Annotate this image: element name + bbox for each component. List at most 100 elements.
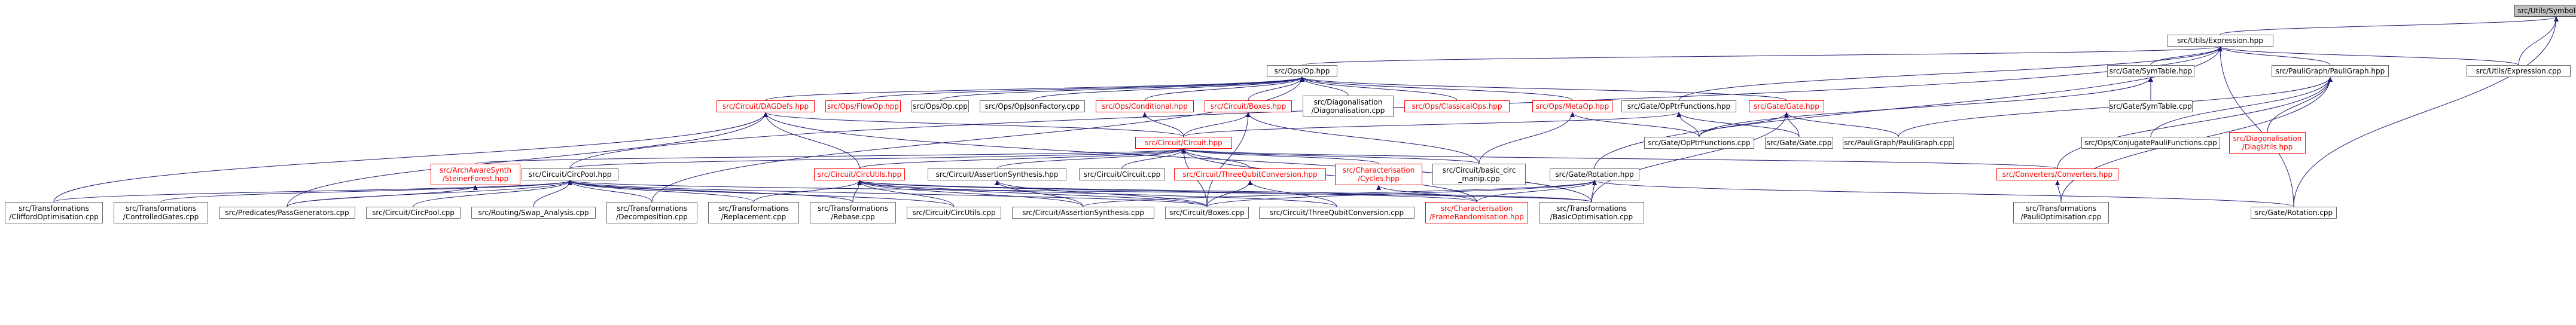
file-node-pauli-opt[interactable]: src/Transformations/PauliOptimisation.cp… [2013, 202, 2109, 223]
file-node-symtable-cpp[interactable]: src/Gate/SymTable.cpp [2109, 100, 2193, 112]
file-node-expression[interactable]: src/Utils/Expression.hpp [2167, 35, 2273, 47]
edge-rotation-hpp-rotation-cpp [1592, 180, 2294, 207]
edge-expression-expression-cpp [2218, 46, 2519, 66]
file-node-label: src/Utils/Expression.cpp [2476, 67, 2562, 75]
edge-expression-circpool-hpp [569, 46, 2223, 169]
edge-boxes-hpp-basic-circ [1246, 112, 1480, 164]
file-node-threequbit-cpp[interactable]: src/Circuit/ThreeQubitConversion.cpp [1259, 207, 1414, 219]
file-node-framerand[interactable]: src/Characterisation/FrameRandomisation.… [1425, 202, 1528, 223]
file-node-label: src/Circuit/Boxes.hpp [1210, 102, 1287, 111]
edge-pauligraph-hpp-converters-hpp [2057, 76, 2333, 169]
file-node-label: src/PauliGraph/PauliGraph.cpp [1844, 139, 1953, 147]
file-node-label: src/Circuit/DAGDefs.hpp [722, 102, 809, 111]
file-node-threequbit-hpp[interactable]: src/Circuit/ThreeQubitConversion.hpp [1174, 168, 1326, 180]
file-node-boxes-hpp[interactable]: src/Circuit/Boxes.hpp [1205, 100, 1292, 112]
edge-op-conditional [1144, 76, 1304, 101]
file-node-diagutils[interactable]: src/Diagonalisation/DiagUtils.hpp [2229, 132, 2306, 154]
edge-symbols-rotation-cpp [2293, 16, 2559, 207]
file-node-label: src/Gate/Rotation.cpp [2254, 209, 2333, 217]
file-node-controlledgates[interactable]: src/Transformations/ControlledGates.cpp [114, 202, 208, 223]
file-node-metaop[interactable]: src/Ops/MetaOp.hpp [1532, 100, 1612, 112]
file-node-label: src/Circuit/ThreeQubitConversion.hpp [1182, 170, 1318, 179]
edge-circpool-hpp-circpool-cpp [413, 180, 572, 207]
edge-circpool-hpp-basic-opt [568, 180, 1592, 203]
file-node-rotation-hpp[interactable]: src/Gate/Rotation.hpp [1550, 168, 1639, 180]
edge-circuit-hpp-archaware [475, 148, 1186, 164]
file-node-classicalops[interactable]: src/Ops/ClassicalOps.hpp [1404, 100, 1510, 112]
file-node-rebase[interactable]: src/Transformations/Rebase.cpp [810, 202, 896, 223]
file-node-symtable-hpp[interactable]: src/Gate/SymTable.hpp [2107, 65, 2194, 77]
edge-gate-hpp-pauligraph-cpp [1784, 112, 1899, 137]
file-node-label: src/Diagonalisation [1313, 98, 1383, 106]
edge-opptrfunctions-hpp-circuit-hpp [1183, 112, 1681, 137]
file-node-opjsonfactory[interactable]: src/Ops/OpJsonFactory.cpp [980, 100, 1085, 112]
file-node-label: src/Gate/OpPtrFunctions.cpp [1648, 139, 1751, 147]
file-node-conjugatepauli[interactable]: src/Ops/ConjugatePauliFunctions.cpp [2081, 137, 2220, 149]
edge-circuit-hpp-circutils-hpp [859, 148, 1186, 169]
file-node-label: src/Transformations [2026, 204, 2096, 213]
file-node-circutils-hpp[interactable]: src/Circuit/CircUtils.hpp [814, 168, 905, 180]
file-node-diag-cpp[interactable]: src/Diagonalisation/Diagonalisation.cpp [1303, 96, 1394, 117]
file-node-pauligraph-hpp[interactable]: src/PauliGraph/PauliGraph.hpp [2272, 65, 2389, 77]
edge-threequbit-hpp-boxes-cpp [1206, 180, 1252, 207]
edge-dagdefs-circuit-hpp [763, 112, 1184, 137]
edge-rotation-hpp-framerand [1476, 180, 1597, 203]
file-node-gate-hpp[interactable]: src/Gate/Gate.hpp [1749, 100, 1824, 112]
file-node-label: src/Circuit/CircPool.hpp [528, 170, 612, 179]
file-node-label: src/Utils/Expression.hpp [2177, 36, 2263, 45]
edge-op-classicalops [1300, 76, 1458, 101]
edge-cycles-hpp-framerand [1376, 185, 1477, 203]
file-node-gate-cpp[interactable]: src/Gate/Gate.cpp [1765, 137, 1833, 149]
file-node-circuit-hpp[interactable]: src/Circuit/Circuit.hpp [1135, 137, 1232, 149]
edge-symbols-expression-cpp [2518, 16, 2559, 66]
file-node-label: /FrameRandomisation.hpp [1429, 213, 1524, 221]
file-node-basic-circ[interactable]: src/Circuit/basic_circ_manip.cpp [1432, 164, 1526, 185]
file-node-decomposition[interactable]: src/Transformations/Decomposition.cpp [606, 202, 697, 223]
file-node-dagdefs[interactable]: src/Circuit/DAGDefs.hpp [717, 100, 815, 112]
file-node-label: src/Transformations [617, 204, 687, 213]
edge-assertsynth-hpp-assertsynth-cpp [995, 180, 1084, 207]
file-node-conditional[interactable]: src/Ops/Conditional.hpp [1096, 100, 1194, 112]
file-node-pauligraph-cpp[interactable]: src/PauliGraph/PauliGraph.cpp [1843, 137, 1954, 149]
file-node-basic-opt[interactable]: src/Transformations/BasicOptimisation.cp… [1539, 202, 1644, 223]
edge-pauligraph-hpp-diagutils [2267, 76, 2333, 133]
edge-threequbit-hpp-threequbit-cpp [1248, 180, 1337, 207]
edge-converters-hpp-pauli-opt [2055, 180, 2062, 203]
file-node-clifford-opt[interactable]: src/Transformations/CliffordOptimisation… [5, 202, 103, 223]
file-node-label: src/Converters/Converters.hpp [2002, 170, 2113, 179]
file-node-op-cpp[interactable]: src/Ops/Op.cpp [911, 100, 969, 112]
file-node-flowop[interactable]: src/Ops/FlowOp.hpp [825, 100, 901, 112]
file-node-label: /Decomposition.cpp [616, 213, 688, 221]
edge-circutils-hpp-basic-opt [857, 180, 1592, 203]
edge-dagdefs-clifford-opt [53, 112, 768, 203]
file-node-circuit-cpp[interactable]: src/Circuit/Circuit.cpp [1079, 168, 1165, 180]
file-node-label: /Cycles.hpp [1358, 174, 1400, 183]
file-node-circpool-hpp[interactable]: src/Circuit/CircPool.hpp [522, 168, 618, 180]
file-node-op[interactable]: src/Ops/Op.hpp [1267, 65, 1337, 77]
file-node-label: src/Routing/Swap_Analysis.cpp [478, 209, 589, 217]
file-node-opptrfunctions-cpp[interactable]: src/Gate/OpPtrFunctions.cpp [1644, 137, 1754, 149]
edge-rotation-hpp-boxes-cpp [1206, 180, 1597, 207]
file-node-circpool-cpp[interactable]: src/Circuit/CircPool.cpp [366, 207, 461, 219]
file-node-boxes-cpp[interactable]: src/Circuit/Boxes.cpp [1165, 207, 1249, 219]
file-node-passgenerators[interactable]: src/Predicates/PassGenerators.cpp [219, 207, 355, 219]
file-node-label: src/Ops/ConjugatePauliFunctions.cpp [2084, 139, 2217, 147]
file-node-replacement[interactable]: src/Transformations/Replacement.cpp [708, 202, 799, 223]
file-node-converters-hpp[interactable]: src/Converters/Converters.hpp [1996, 168, 2118, 180]
file-node-opptrfunctions-hpp[interactable]: src/Gate/OpPtrFunctions.hpp [1621, 100, 1736, 112]
file-node-label: /Diagonalisation.cpp [1311, 106, 1385, 115]
file-node-assertsynth-cpp[interactable]: src/Circuit/AssertionSynthesis.cpp [1012, 207, 1154, 219]
file-node-swap-analysis[interactable]: src/Routing/Swap_Analysis.cpp [471, 207, 596, 219]
file-node-archaware[interactable]: src/ArchAwareSynth/SteinerForest.hpp [431, 164, 520, 185]
file-node-assertsynth-hpp[interactable]: src/Circuit/AssertionSynthesis.hpp [928, 168, 1066, 180]
file-node-cycles-hpp[interactable]: src/Characterisation/Cycles.hpp [1335, 164, 1422, 185]
file-node-label: src/Predicates/PassGenerators.cpp [225, 209, 349, 217]
file-node-label: src/Ops/Op.cpp [913, 102, 968, 111]
file-node-label: /DiagUtils.hpp [2242, 143, 2293, 151]
file-node-expression-cpp[interactable]: src/Utils/Expression.cpp [2467, 65, 2571, 77]
file-node-label: src/Gate/OpPtrFunctions.hpp [1627, 102, 1731, 111]
file-node-circutils-cpp[interactable]: src/Circuit/CircUtils.cpp [907, 207, 1001, 219]
file-node-rotation-cpp[interactable]: src/Gate/Rotation.cpp [2251, 207, 2337, 219]
edge-opptrfunctions-hpp-gate-cpp [1676, 112, 1800, 137]
